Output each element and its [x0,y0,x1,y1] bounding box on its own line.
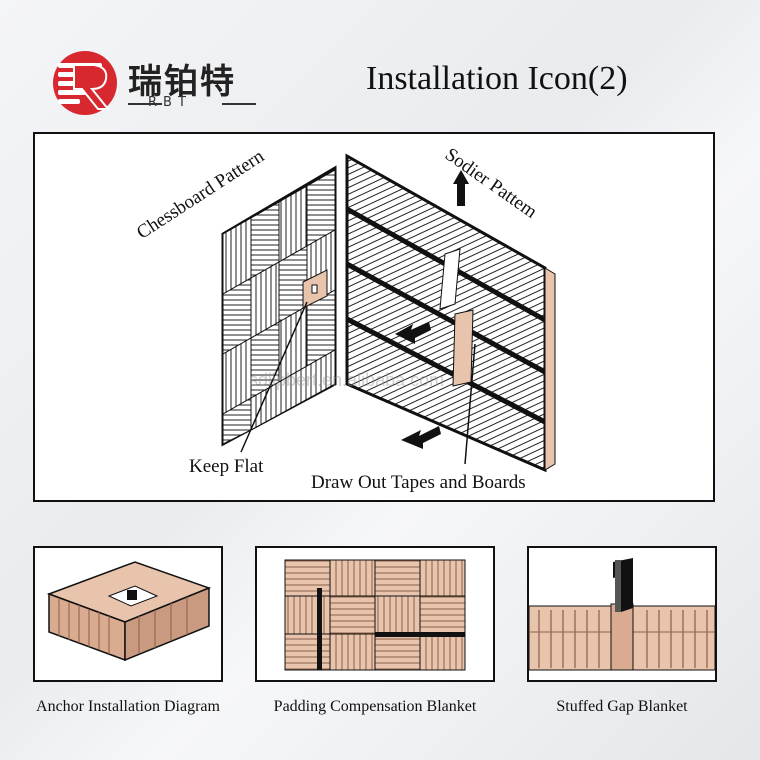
label-keep-flat: Keep Flat [189,456,264,477]
brand-abbr: RBT [148,95,192,110]
stuffed-gap-panel [527,546,717,682]
brand-name: 瑞铂特 [128,62,236,102]
lining-wall-diagram [221,153,556,473]
caption-stuffed: Stuffed Gap Blanket [556,698,688,715]
chessboard-wall [221,165,337,447]
anchor-installation-panel [33,546,223,682]
page-title: Installation Icon(2) [366,60,628,97]
main-diagram-panel: Chessboard Pattern Sodier Pattem Keep Fl… [33,132,715,502]
watermark: sdlipbert.en.alibaba.com [249,370,445,390]
rbt-logo [53,51,117,115]
leader-line [240,301,308,453]
padding-compensation-panel [255,546,495,682]
arrow-icon [453,170,469,206]
stuffed-gap-illustration [529,558,715,671]
label-draw-out: Draw Out Tapes and Boards [311,472,526,493]
logo-divider [222,103,256,105]
logo-divider [128,103,162,105]
caption-padding: Padding Compensation Blanket [273,698,477,715]
arrow-icon [401,426,441,449]
anchor-installation-illustration [46,561,212,662]
padding-compensation-illustration [284,559,466,671]
soldier-pattern-wall [345,153,556,473]
leader-line [464,343,476,465]
arrow-icon [395,322,431,344]
caption-anchor: Anchor Installation Diagram [36,698,220,715]
